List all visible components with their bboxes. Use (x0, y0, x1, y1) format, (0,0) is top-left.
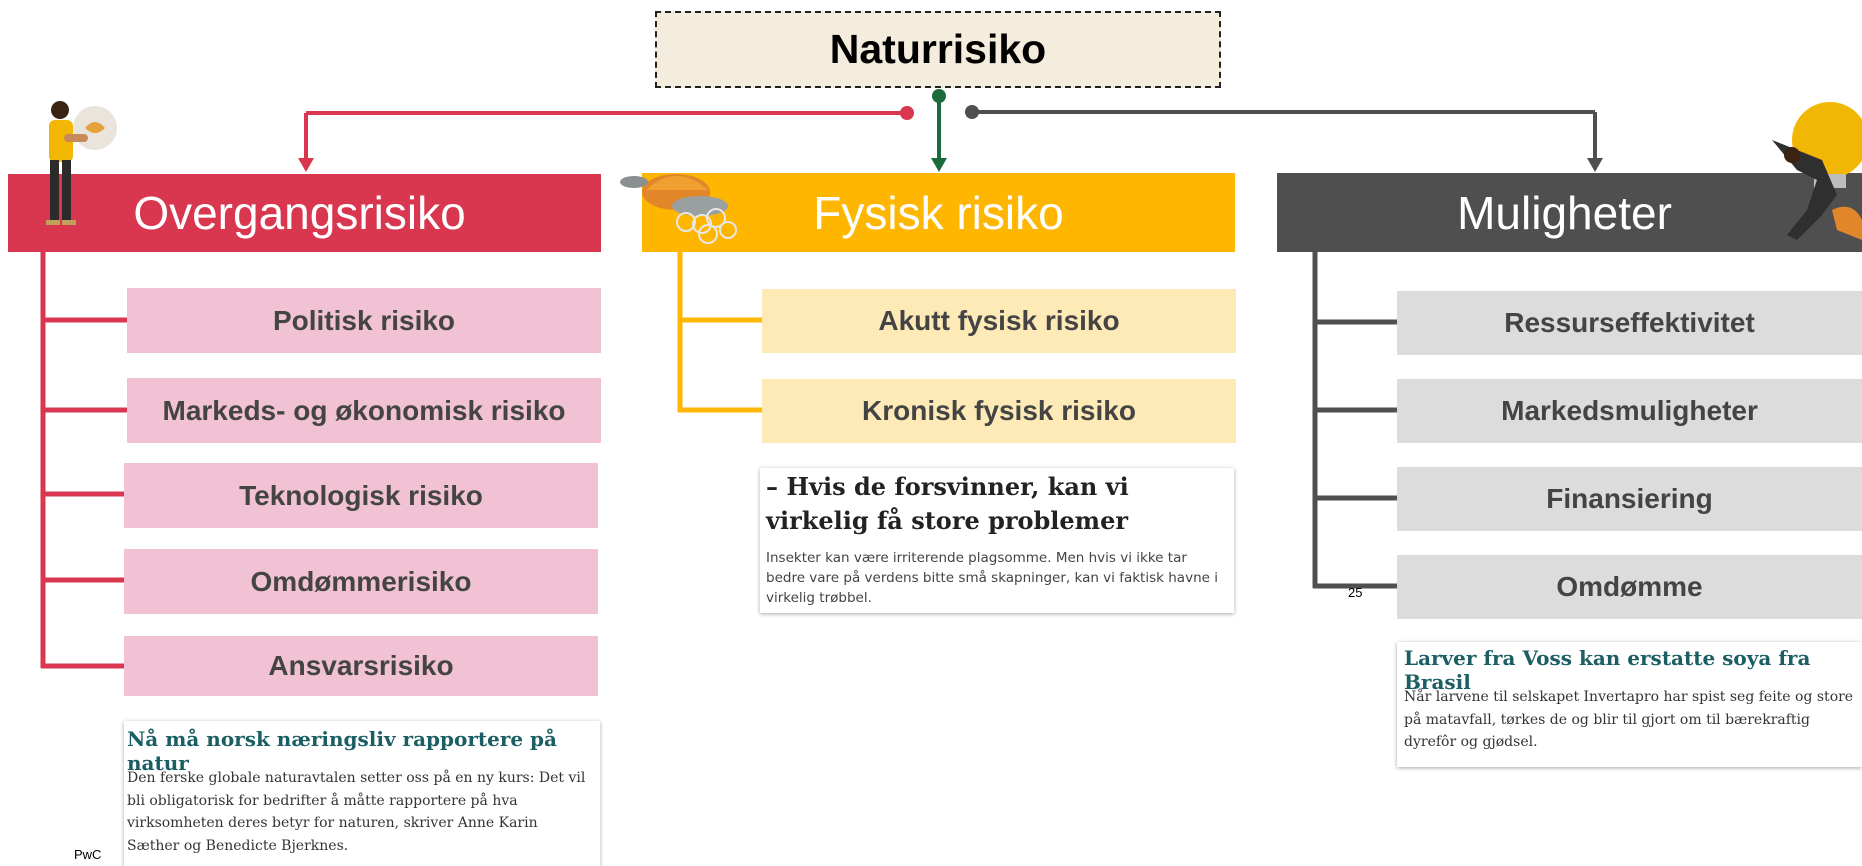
header-overgangsrisiko-label: Overgangsrisiko (133, 187, 466, 239)
brand-label: PwC (74, 847, 102, 862)
article-text: Den ferske globale naturavtalen setter o… (127, 770, 586, 854)
item-teknologisk-risiko: Teknologisk risiko (124, 463, 598, 528)
item-label: Akutt fysisk risiko (878, 305, 1120, 336)
page-number: 25 (1348, 585, 1363, 600)
person-with-big-lightbulb-icon (1772, 102, 1862, 240)
item-finansiering: Finansiering (1397, 467, 1862, 531)
item-label: Finansiering (1546, 483, 1713, 514)
item-label: Omdømmerisiko (250, 565, 472, 597)
dot-right (965, 105, 979, 119)
dot-left (900, 106, 914, 120)
article-title[interactable]: – Hvis de forsvinner, kan vi virkelig få… (766, 472, 1129, 535)
header-muligheter: Muligheter (1277, 173, 1862, 252)
item-label: Markedsmuligheter (1501, 395, 1758, 426)
item-label: Omdømme (1556, 571, 1703, 602)
turtle-with-plastic-icon (620, 174, 737, 244)
article-title[interactable]: Larver fra Voss kan erstatte soya fra Br… (1404, 646, 1811, 694)
header-fysisk-risiko: Fysisk risiko (642, 173, 1235, 252)
item-label: Teknologisk risiko (239, 479, 483, 511)
dot-center (932, 89, 946, 103)
item-label: Politisk risiko (272, 304, 456, 336)
item-label: Ressurseffektivitet (1504, 307, 1755, 338)
header-fysisk-risiko-label: Fysisk risiko (813, 186, 1064, 239)
item-markedsmuligheter: Markedsmuligheter (1397, 379, 1862, 443)
header-overgangsrisiko: Overgangsrisiko (8, 174, 601, 252)
article-text: Når larvene til selskapet Invertapro har… (1404, 689, 1854, 750)
header-muligheter-label: Muligheter (1457, 186, 1672, 239)
item-politisk-risiko: Politisk risiko (127, 288, 601, 353)
item-kronisk-fysisk-risiko: Kronisk fysisk risiko (762, 379, 1236, 443)
item-ressurseffektivitet: Ressurseffektivitet (1397, 291, 1862, 355)
item-akutt-fysisk-risiko: Akutt fysisk risiko (762, 289, 1236, 353)
article-title[interactable]: Nå må norsk næringsliv rapportere på nat… (127, 727, 557, 775)
item-ansvarsrisiko: Ansvarsrisiko (124, 636, 598, 696)
article-card-larver[interactable]: Larver fra Voss kan erstatte soya fra Br… (1397, 642, 1862, 767)
article-card-natur-rapportering[interactable]: Nå må norsk næringsliv rapportere på nat… (124, 721, 600, 866)
arrow-right (1587, 158, 1603, 172)
item-label: Markeds- og økonomisk risiko (162, 394, 566, 426)
article-text: Insekter kan være irriterende plagsomme.… (766, 550, 1218, 606)
item-omdomme: Omdømme (1397, 555, 1862, 619)
diagram-title: Naturrisiko (829, 26, 1047, 72)
item-label: Ansvarsrisiko (268, 650, 454, 681)
title-box: Naturrisiko (655, 11, 1221, 88)
person-with-lightbulb-icon (46, 101, 117, 225)
item-markeds-okonomisk-risiko: Markeds- og økonomisk risiko (127, 378, 601, 443)
arrow-center (931, 158, 947, 172)
article-card-insekter[interactable]: – Hvis de forsvinner, kan vi virkelig få… (760, 468, 1234, 613)
item-label: Kronisk fysisk risiko (862, 395, 1136, 426)
item-omdommerisiko: Omdømmerisiko (124, 549, 598, 614)
arrow-left (298, 158, 314, 172)
